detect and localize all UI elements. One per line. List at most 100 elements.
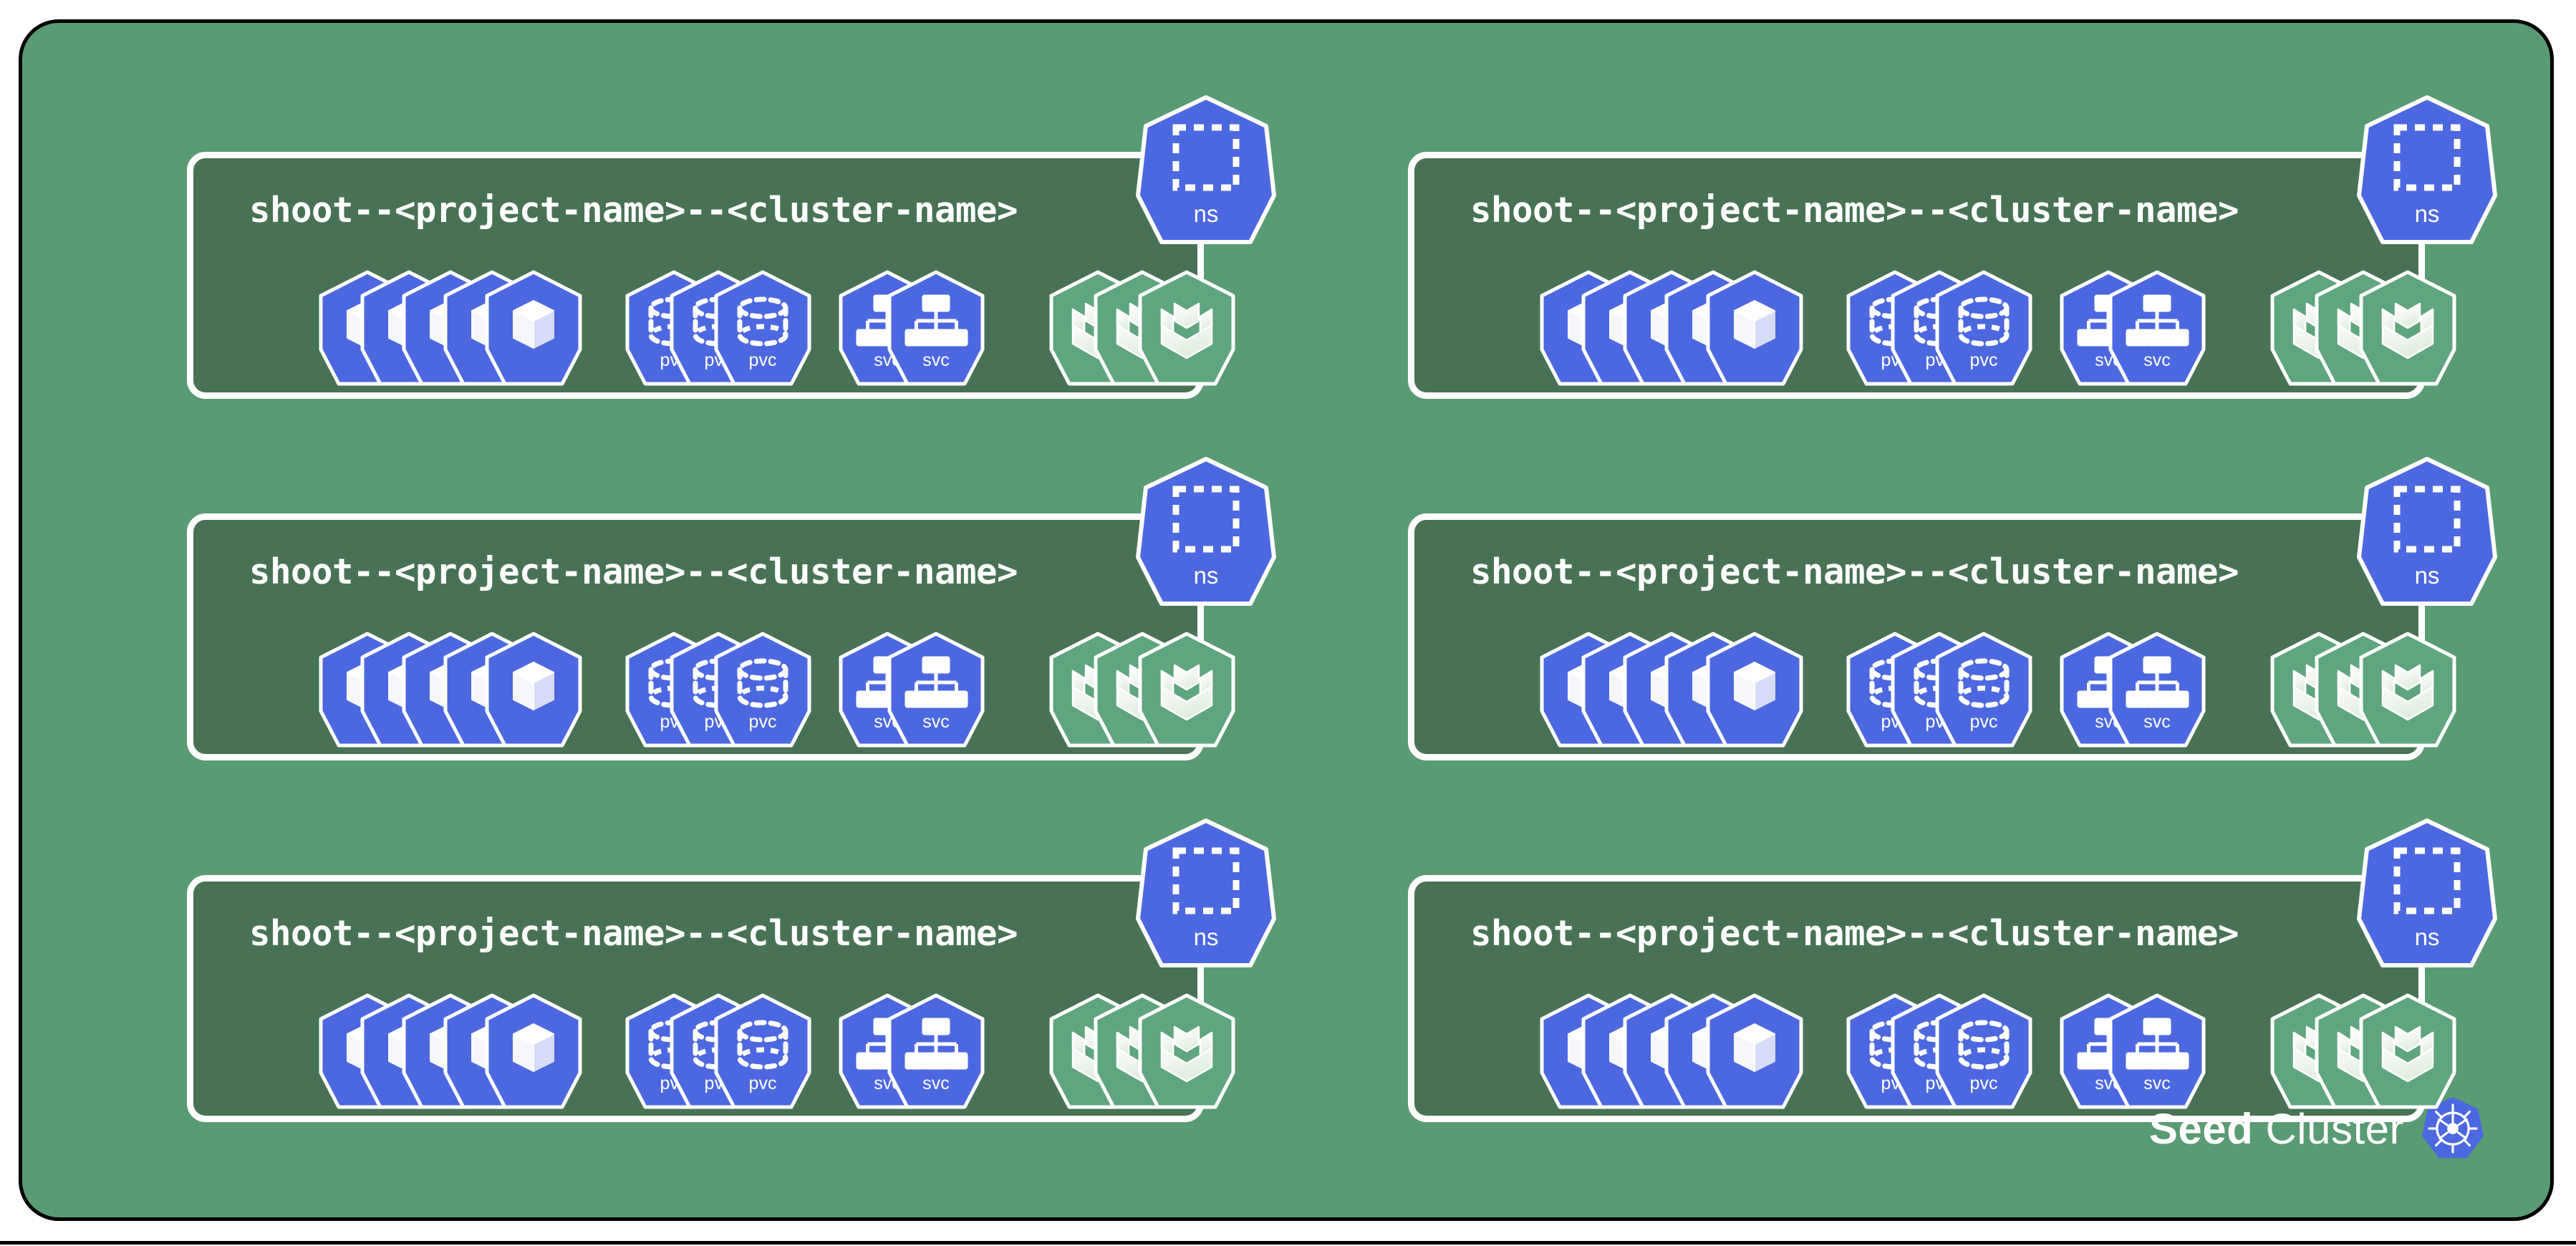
resource-stack-pods[interactable]: [1535, 993, 1808, 1121]
svg-text:pvc: pvc: [1970, 350, 1998, 370]
shoot-namespace-cell[interactable]: shoot--<project-name>--<cluster-name> pvc…: [1408, 457, 2497, 764]
etcd-icon[interactable]: [2354, 269, 2461, 387]
shoot-namespace-card[interactable]: shoot--<project-name>--<cluster-name>pvc…: [1408, 152, 2456, 399]
persistent-volume-claim-icon[interactable]: pvc: [709, 993, 816, 1111]
shoot-namespace-title: shoot--<project-name>--<cluster-name>: [1470, 551, 2239, 592]
shoot-namespace-card[interactable]: shoot--<project-name>--<cluster-name> pvc…: [187, 513, 1235, 760]
etcd-icon[interactable]: [1133, 993, 1240, 1111]
resource-stack-pods[interactable]: [1535, 269, 1808, 398]
shoot-namespace-grid: shoot--<project-name>--<cluster-name> pvc…: [187, 95, 2497, 1122]
resource-stack-pods[interactable]: [314, 631, 587, 760]
shoot-namespace-title: shoot--<project-name>--<cluster-name>: [249, 913, 1018, 954]
pod-icon[interactable]: [480, 269, 587, 387]
shoot-namespace-card[interactable]: shoot--<project-name>--<cluster-name> pvc…: [1408, 875, 2456, 1122]
shoot-namespace-card[interactable]: shoot--<project-name>--<cluster-name> pvc…: [187, 875, 1235, 1122]
svg-text:svc: svc: [2143, 1073, 2171, 1093]
resource-stack-etcds[interactable]: [1044, 993, 1240, 1121]
bottom-divider: [0, 1241, 2576, 1245]
svg-text:svc: svc: [922, 350, 950, 370]
shoot-row: shoot--<project-name>--<cluster-name> pvc…: [187, 818, 2497, 1126]
seed-label-regular: Cluster: [2265, 1104, 2404, 1153]
resource-stack-etcds[interactable]: [2265, 993, 2461, 1121]
seed-cluster-footer: Seed Cluster: [2149, 1096, 2486, 1162]
pod-icon[interactable]: [1701, 631, 1808, 749]
svg-text:ns: ns: [1194, 201, 1219, 227]
shoot-namespace-title: shoot--<project-name>--<cluster-name>: [249, 190, 1018, 231]
svg-text:svc: svc: [2143, 712, 2171, 732]
shoot-namespace-card[interactable]: shoot--<project-name>--<cluster-name> pvc…: [187, 152, 1235, 399]
pod-icon[interactable]: [480, 631, 587, 749]
resource-stack-pods[interactable]: [314, 993, 587, 1121]
svg-text:pvc: pvc: [749, 350, 777, 370]
resource-stack-etcds[interactable]: [2265, 631, 2461, 760]
shoot-namespace-cell[interactable]: shoot--<project-name>--<cluster-name> pvc…: [187, 457, 1276, 764]
svg-text:ns: ns: [2415, 924, 2440, 950]
svg-text:pvc: pvc: [1970, 1073, 1998, 1093]
svg-text:svc: svc: [922, 1073, 950, 1093]
namespace-badge[interactable]: ns: [2357, 455, 2497, 609]
resource-stack-pods[interactable]: [1535, 631, 1808, 760]
shoot-namespace-cell[interactable]: shoot--<project-name>--<cluster-name> pvc…: [187, 95, 1276, 402]
resource-stack-etcds[interactable]: [1044, 269, 1240, 398]
etcd-icon[interactable]: [1133, 269, 1240, 387]
resource-stack-etcds[interactable]: [1044, 631, 1240, 760]
seed-cluster-box: shoot--<project-name>--<cluster-name> pvc…: [19, 19, 2554, 1221]
etcd-icon[interactable]: [2354, 631, 2461, 749]
svg-text:svc: svc: [2143, 350, 2171, 370]
resource-stack-pods[interactable]: [314, 269, 587, 398]
svg-text:pvc: pvc: [749, 1073, 777, 1093]
seed-cluster-label: Seed Cluster: [2149, 1104, 2404, 1154]
pod-icon[interactable]: [1701, 993, 1808, 1111]
persistent-volume-claim-icon[interactable]: pvc: [1930, 269, 2037, 387]
service-icon[interactable]: svc: [882, 993, 990, 1111]
shoot-namespace-card[interactable]: shoot--<project-name>--<cluster-name> pvc…: [1408, 513, 2456, 760]
service-icon[interactable]: svc: [882, 631, 990, 749]
svg-text:ns: ns: [1194, 924, 1219, 950]
persistent-volume-claim-icon[interactable]: pvc: [709, 269, 816, 387]
namespace-badge[interactable]: ns: [2357, 816, 2497, 971]
etcd-icon[interactable]: [2354, 993, 2461, 1111]
service-icon[interactable]: svc: [882, 269, 990, 387]
shoot-namespace-title: shoot--<project-name>--<cluster-name>: [249, 551, 1018, 592]
svg-text:ns: ns: [2415, 562, 2440, 589]
seed-label-bold: Seed: [2148, 1104, 2254, 1153]
shoot-namespace-cell[interactable]: shoot--<project-name>--<cluster-name>pvc…: [1408, 95, 2497, 402]
persistent-volume-claim-icon[interactable]: pvc: [709, 631, 816, 749]
service-icon[interactable]: svc: [2103, 269, 2211, 387]
pod-icon[interactable]: [480, 993, 587, 1111]
etcd-icon[interactable]: [1133, 631, 1240, 749]
shoot-namespace-title: shoot--<project-name>--<cluster-name>: [1470, 913, 2239, 954]
svg-text:svc: svc: [922, 712, 950, 732]
shoot-namespace-cell[interactable]: shoot--<project-name>--<cluster-name> pvc…: [1408, 818, 2497, 1126]
pod-icon[interactable]: [1701, 269, 1808, 387]
namespace-badge[interactable]: ns: [2357, 93, 2497, 248]
namespace-badge[interactable]: ns: [1136, 816, 1276, 971]
kubernetes-wheel-icon: [2420, 1096, 2486, 1162]
namespace-badge[interactable]: ns: [1136, 455, 1276, 609]
service-icon[interactable]: svc: [2103, 631, 2211, 749]
shoot-namespace-cell[interactable]: shoot--<project-name>--<cluster-name> pvc…: [187, 818, 1276, 1126]
namespace-badge[interactable]: ns: [1136, 93, 1276, 248]
resource-stack-etcds[interactable]: [2265, 269, 2461, 398]
service-icon[interactable]: svc: [2103, 993, 2211, 1111]
persistent-volume-claim-icon[interactable]: pvc: [1930, 993, 2037, 1111]
shoot-row: shoot--<project-name>--<cluster-name> pvc…: [187, 95, 2497, 402]
persistent-volume-claim-icon[interactable]: pvc: [1930, 631, 2037, 749]
